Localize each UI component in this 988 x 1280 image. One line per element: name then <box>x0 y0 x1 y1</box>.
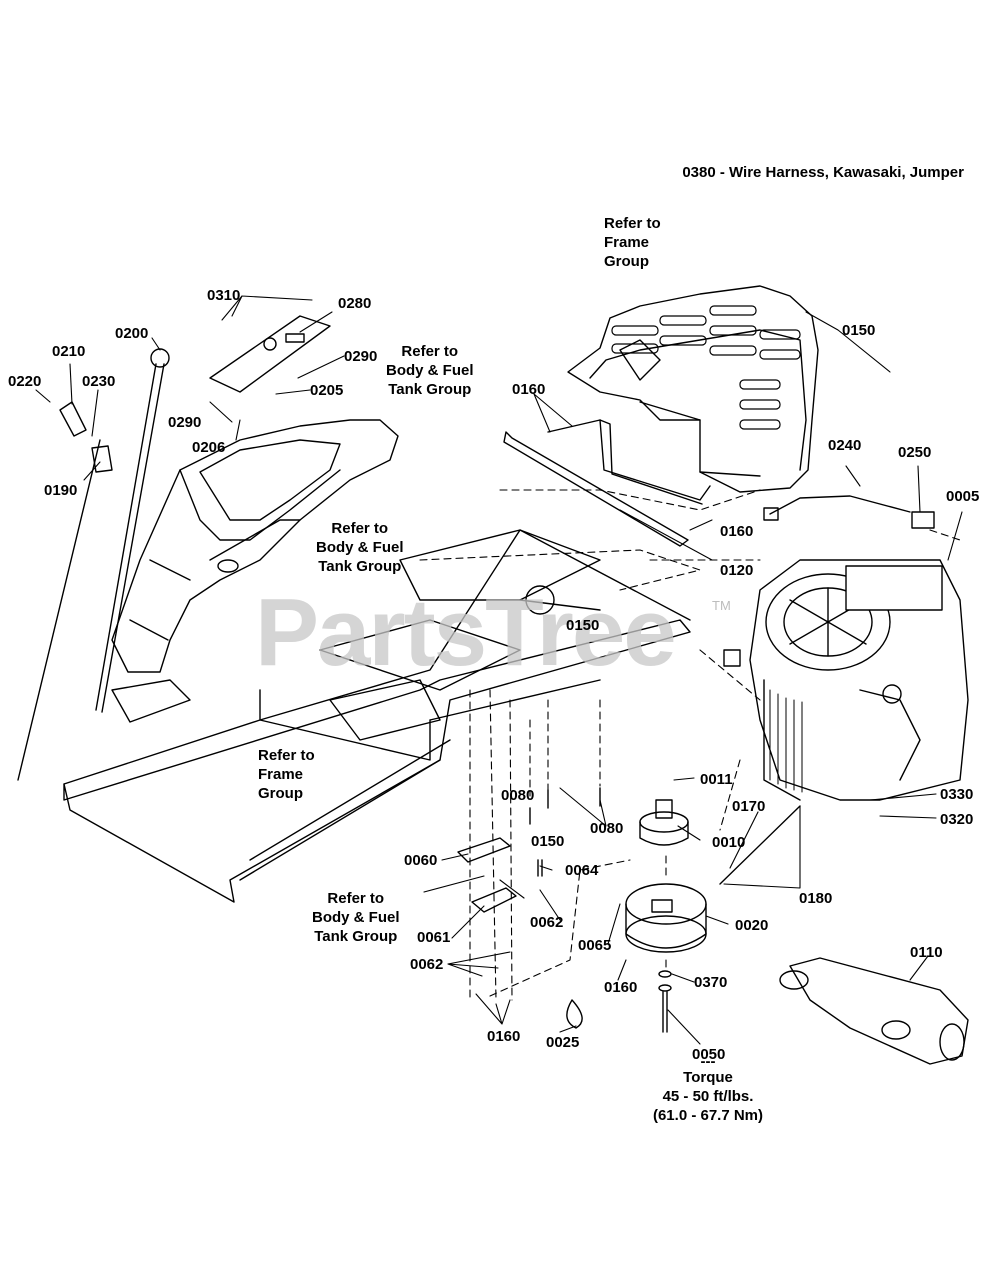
part-label-0110[interactable]: 0110 <box>910 944 943 961</box>
part-label-0025[interactable]: 0025 <box>546 1034 580 1051</box>
ref-frame-group-top[interactable]: Refer to Frame Group <box>604 215 661 270</box>
part-label-0061[interactable]: 0061 <box>417 929 451 946</box>
ref-body-fuel-left[interactable]: Refer to Body & Fuel Tank Group <box>386 343 474 398</box>
part-label-0060[interactable]: 0060 <box>404 852 438 869</box>
part-label-0062-lower[interactable]: 0062 <box>410 956 444 973</box>
torque-dashes: --- <box>700 1053 716 1070</box>
part-label-0320[interactable]: 0320 <box>940 811 974 828</box>
part-label-0180[interactable]: 0180 <box>799 890 833 907</box>
part-label-0064[interactable]: 0064 <box>565 862 599 879</box>
assembly-dashed-lines <box>419 489 961 1001</box>
watermark-trademark: TM <box>712 598 731 613</box>
part-label-0190[interactable]: 0190 <box>44 482 78 499</box>
ref-body-fuel-mid[interactable]: Refer to Body & Fuel Tank Group <box>316 520 404 575</box>
part-label-0080-upper[interactable]: 0080 <box>501 787 535 804</box>
console-body-drawing <box>111 419 399 673</box>
fuel-hose-drawing <box>763 495 935 529</box>
torque-spec: --- Torque 45 - 50 ft/lbs. (61.0 - 67.7 … <box>643 1053 773 1125</box>
watermark-brand: PartsTree <box>255 579 677 686</box>
part-label-0370[interactable]: 0370 <box>694 974 728 991</box>
part-label-0220[interactable]: 0220 <box>8 373 42 390</box>
engine-mount-brackets-drawing <box>457 837 517 913</box>
main-frame-drawing <box>63 529 691 903</box>
pto-clutch-drawing <box>625 883 707 953</box>
part-label-0206[interactable]: 0206 <box>192 439 226 456</box>
part-label-0310[interactable]: 0310 <box>207 287 241 304</box>
part-label-0050[interactable]: 0050 <box>692 1046 726 1063</box>
leader-lines <box>35 295 963 1045</box>
part-label-0020[interactable]: 0020 <box>735 917 769 934</box>
part-label-0120[interactable]: 0120 <box>720 562 754 579</box>
part-label-0290-upper[interactable]: 0290 <box>344 348 378 365</box>
bracket-0120-drawing <box>503 419 711 547</box>
part-label-0010[interactable]: 0010 <box>712 834 746 851</box>
control-plate-drawing <box>209 315 331 393</box>
hardware-drawing <box>529 787 801 1033</box>
part-label-0062-upper[interactable]: 0062 <box>530 914 564 931</box>
seat-pan-bracket-drawing <box>567 285 819 493</box>
part-label-0280[interactable]: 0280 <box>338 295 372 312</box>
part-label-0160-clutch[interactable]: 0160 <box>604 979 638 996</box>
part-label-0005[interactable]: 0005 <box>946 488 980 505</box>
part-label-0150-lower[interactable]: 0150 <box>531 833 565 850</box>
part-label-0170[interactable]: 0170 <box>732 798 766 815</box>
part-label-0210[interactable]: 0210 <box>52 343 86 360</box>
pulley-drawing <box>639 799 689 846</box>
torque-metric: (61.0 - 67.7 Nm) <box>652 1107 764 1124</box>
part-label-0330[interactable]: 0330 <box>940 786 974 803</box>
part-label-0065[interactable]: 0065 <box>578 937 612 954</box>
part-label-0150-frame[interactable]: 0150 <box>566 617 600 634</box>
torque-title: Torque <box>683 1069 733 1086</box>
muffler-drawing <box>779 957 969 1065</box>
torque-value: 45 - 50 ft/lbs. <box>662 1088 754 1105</box>
part-label-0240[interactable]: 0240 <box>828 437 862 454</box>
part-label-0160-upper[interactable]: 0160 <box>512 381 546 398</box>
dipstick-drawing <box>17 348 170 781</box>
wire-harness-note: 0380 - Wire Harness, Kawasaki, Jumper <box>682 164 964 181</box>
part-label-0160-bottom[interactable]: 0160 <box>487 1028 521 1045</box>
ref-body-fuel-bottom[interactable]: Refer to Body & Fuel Tank Group <box>312 890 400 945</box>
part-label-0250[interactable]: 0250 <box>898 444 932 461</box>
part-label-0150-upper[interactable]: 0150 <box>842 322 876 339</box>
part-label-0160-bracket[interactable]: 0160 <box>720 523 754 540</box>
part-label-0290-lower[interactable]: 0290 <box>168 414 202 431</box>
throttle-control-drawing <box>59 401 113 473</box>
part-label-0230[interactable]: 0230 <box>82 373 116 390</box>
part-label-0011[interactable]: 0011 <box>700 771 733 788</box>
part-label-0205[interactable]: 0205 <box>310 382 344 399</box>
part-label-0200[interactable]: 0200 <box>115 325 149 342</box>
engine-drawing <box>723 559 969 801</box>
ref-frame-group-left[interactable]: Refer to Frame Group <box>258 747 315 802</box>
part-label-0080-lower[interactable]: 0080 <box>590 820 624 837</box>
